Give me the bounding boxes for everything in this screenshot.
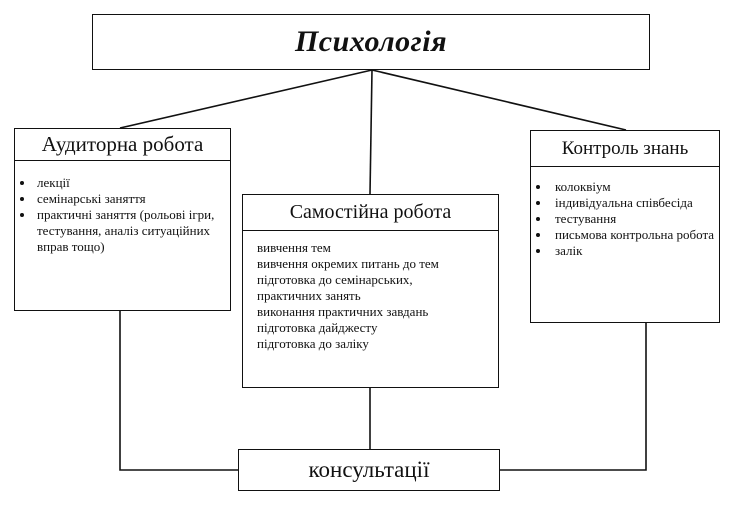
samostiyna-heading: Самостійна робота bbox=[243, 195, 498, 231]
list-item: тестування bbox=[531, 211, 715, 227]
samostiyna-box: Самостійна робота вивчення тем вивчення … bbox=[242, 194, 499, 388]
list-item: практичних занять bbox=[257, 288, 361, 303]
connector-title-to-kontrol bbox=[371, 69, 627, 131]
kontrol-list: колоквіум індивідуальна співбесіда тесту… bbox=[531, 179, 719, 259]
list-item: вивчення тем bbox=[257, 240, 331, 255]
list-item: семінарські заняття bbox=[15, 191, 226, 207]
samostiyna-list: вивчення тем вивчення окремих питань до … bbox=[243, 231, 498, 352]
list-item: колоквіум bbox=[531, 179, 715, 195]
list-item: індивідуальна співбесіда bbox=[531, 195, 715, 211]
list-item: виконання практичних завдань bbox=[257, 304, 429, 319]
list-item: письмова контрольна робота bbox=[531, 227, 715, 243]
connector-kontrol-to-konsultatsii bbox=[500, 323, 647, 471]
connector-auditorna-to-konsultatsii bbox=[119, 311, 238, 471]
auditorna-box: Аудиторна робота лекції семінарські заня… bbox=[14, 128, 231, 311]
list-item: вивчення окремих питань до тем bbox=[257, 256, 439, 271]
kontrol-box: Контроль знань колоквіум індивідуальна с… bbox=[530, 130, 720, 323]
connector-title-to-auditorna bbox=[119, 69, 373, 129]
auditorna-list: лекції семінарські заняття практичні зан… bbox=[15, 175, 230, 255]
list-item: підготовка дайджесту bbox=[257, 320, 378, 335]
konsultatsii-box: консультації bbox=[238, 449, 500, 491]
kontrol-heading: Контроль знань bbox=[531, 131, 719, 167]
list-item: лекції bbox=[15, 175, 226, 191]
list-item: підготовка до заліку bbox=[257, 336, 369, 351]
title-box: Психологія bbox=[92, 14, 650, 70]
list-item: підготовка до семінарських, bbox=[257, 272, 413, 287]
list-item: практичні заняття (рольові ігри, тестува… bbox=[15, 207, 226, 255]
connector-title-to-samostiyna bbox=[369, 69, 373, 195]
konsultatsii-label: консультації bbox=[308, 457, 430, 482]
diagram-title: Психологія bbox=[294, 25, 448, 58]
auditorna-heading: Аудиторна робота bbox=[15, 129, 230, 161]
list-item: залік bbox=[531, 243, 715, 259]
